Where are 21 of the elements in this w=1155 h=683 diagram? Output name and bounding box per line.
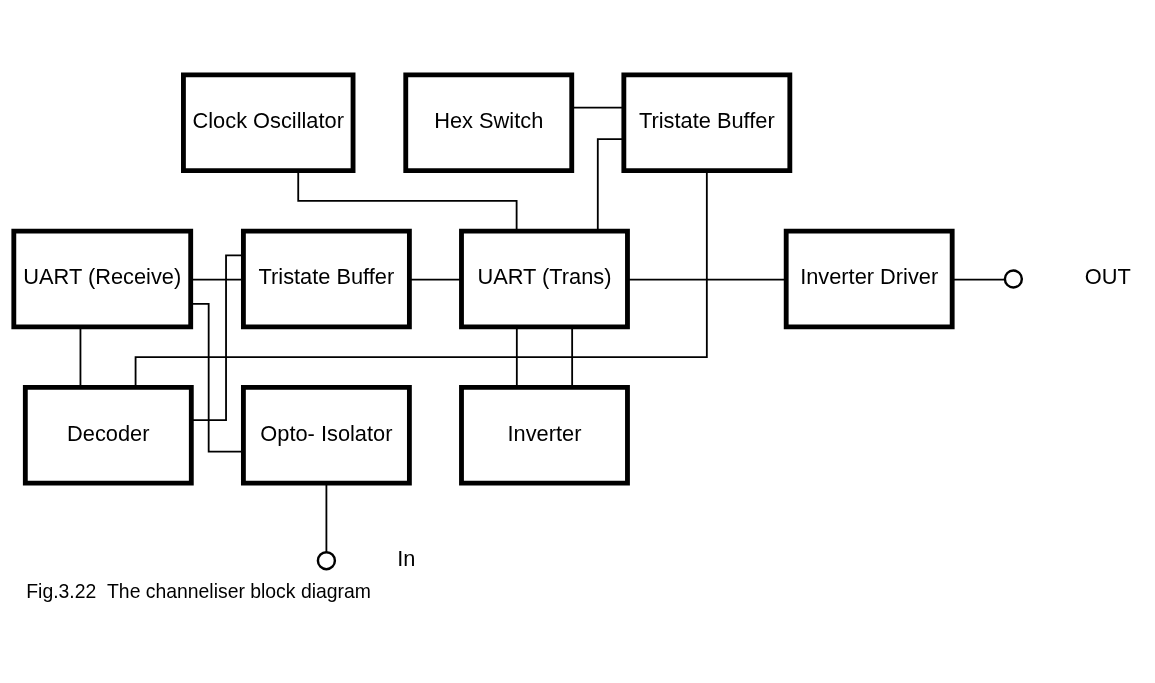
connector	[190, 253, 244, 421]
connector	[951, 278, 1006, 280]
node-box: Clock Oscillator	[181, 71, 356, 173]
node-box: Inverter Driver	[783, 228, 955, 329]
node-box: Opto- Isolator	[241, 384, 412, 486]
node-box: Decoder	[22, 384, 194, 486]
node-box: Tristate Buffer	[241, 228, 412, 329]
node-box: Tristate Buffer	[621, 71, 793, 173]
node-label: OUT	[1084, 263, 1131, 289]
connector	[626, 278, 787, 280]
node-box: UART (Receive)	[11, 228, 194, 329]
node-box: Hex Switch	[403, 71, 575, 173]
connector	[596, 137, 625, 232]
node-circle	[1003, 268, 1024, 289]
node-circle	[316, 550, 337, 570]
node-label: In	[397, 545, 416, 571]
caption: Fig.3.22 The channeliser block diagram	[26, 579, 371, 602]
connector	[325, 482, 328, 553]
node-box: Inverter	[459, 384, 630, 486]
node-box: UART (Trans)	[459, 228, 630, 329]
connector	[408, 278, 463, 280]
